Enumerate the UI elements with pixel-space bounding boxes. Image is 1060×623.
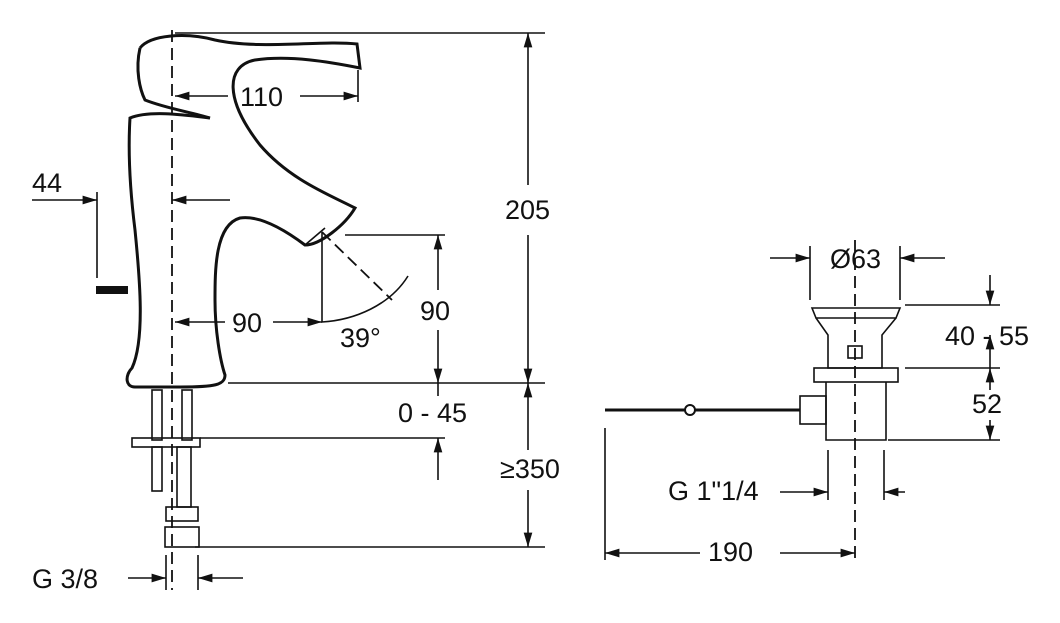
outlet-axis [321,231,393,301]
label-deck-thickness: 0 - 45 [398,398,467,428]
faucet-outline [96,34,362,548]
label-outlet-distance: 90 [232,308,262,338]
label-swivel-angle: 39° [340,323,381,353]
label-outlet-height: 90 [420,296,450,326]
dimension-lines [32,32,545,590]
label-hose-length: ≥350 [500,454,560,484]
label-handle-offset: 44 [32,168,62,198]
label-waste-thread: G 1"1/4 [668,476,759,506]
label-waste-body: 52 [972,389,1002,419]
label-rod-length: 190 [708,537,753,567]
label-waste-height-range: 40 - 55 [945,321,1029,351]
label-spout-reach: 110 [240,82,283,112]
label-inlet-thread: G 3/8 [32,564,98,594]
swivel-arc [321,232,409,323]
label-total-height: 205 [505,195,550,225]
label-waste-diameter: Ø63 [830,244,881,274]
waste-dimension-lines [604,246,1000,560]
